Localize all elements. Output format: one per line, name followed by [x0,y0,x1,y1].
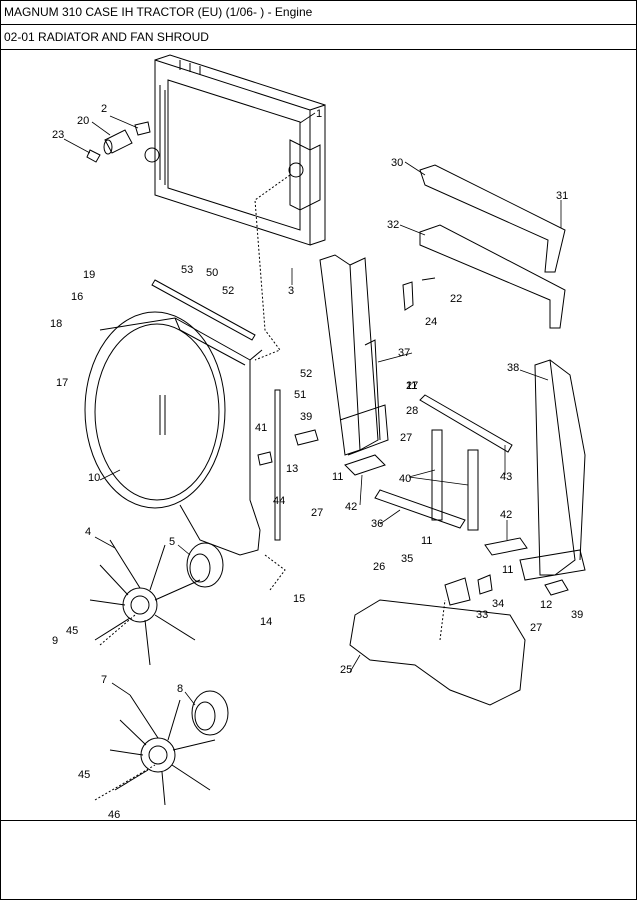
callout-label: 23 [52,129,64,141]
callout-label: 1 [316,108,322,120]
callout-label: 11 [406,380,417,392]
fan-lower-drawing [109,694,216,806]
callout-label: 11 [421,535,432,547]
section-title: 02-01 RADIATOR AND FAN SHROUD [0,25,637,50]
callout-label: 38 [507,362,519,374]
exploded-parts-diagram: 1 2 3 4 5 7 8 9 10 11 11 11 11 11 12 13 … [50,54,586,820]
post-drawing [319,254,389,456]
callout-label: 15 [293,593,305,605]
fan-shroud-drawing [84,311,263,556]
callout-label: 27 [311,507,323,519]
fan-upper-drawing [89,539,201,666]
callout-label: 12 [540,599,552,611]
callout-label: 52 [300,368,312,380]
callout-label: 34 [492,598,504,610]
callout-label: 42 [500,509,512,521]
page-title: MAGNUM 310 CASE IH TRACTOR (EU) (1/06- )… [0,0,637,25]
callout-label: 27 [400,432,412,444]
callout-label: 41 [255,422,267,434]
fan-drive-lower-drawing [191,690,229,736]
callout-label: 52 [222,285,234,297]
bracket-small-drawing [402,277,493,606]
callout-label: 51 [294,389,306,401]
callout-label: 39 [300,411,312,423]
callout-label: 28 [406,405,418,417]
callout-label: 3 [288,285,294,297]
callout-label: 44 [273,495,285,507]
callout-label: 24 [425,316,437,328]
callout-label: 11 [406,380,417,392]
right-post-drawing [519,359,586,581]
callout-label: 19 [83,269,95,281]
callout-label: 13 [286,463,298,475]
footer-divider [0,820,637,821]
callout-label: 9 [52,635,58,647]
callout-label: 27 [530,622,542,634]
callout-label: 26 [373,561,385,573]
bracket-drawing [151,279,256,341]
callout-label: 7 [101,674,107,686]
radiator-drawing [144,54,326,246]
callout-label: 4 [85,526,91,538]
callout-label: 30 [391,157,403,169]
callout-label: 11 [502,564,513,576]
callout-label: 50 [206,267,218,279]
callout-label: 35 [401,553,413,565]
callout-label: 10 [88,472,100,484]
callout-label: 45 [78,769,90,781]
callout-label: 16 [71,291,83,303]
callout-label: 46 [108,809,120,820]
callout-label: 40 [399,473,411,485]
callout-label: 5 [169,536,175,548]
callout-label: 36 [371,518,383,530]
callout-label: 27 [406,380,418,392]
base-plate-drawing [349,599,526,706]
callout-label: 18 [50,318,62,330]
callout-label: 25 [340,664,352,676]
callout-label: 11 [332,471,343,483]
callout-label: 8 [177,683,183,695]
callout-label: 32 [387,219,399,231]
callout-label: 2 [101,103,107,115]
callout-label: 37 [398,347,410,359]
fan-drive-upper-drawing [186,542,224,588]
callout-label: 33 [476,609,488,621]
callout-label: 22 [450,293,462,305]
upper-support-drawing [419,164,566,329]
callout-label: 42 [345,501,357,513]
callout-label: 39 [571,609,583,621]
callout-label: 43 [500,471,512,483]
callout-label: 14 [260,616,272,628]
callout-label: 20 [77,115,89,127]
callout-label: 17 [56,377,68,389]
callout-label: 31 [556,190,568,202]
callout-label: 53 [181,264,193,276]
strips-drawing [257,389,569,596]
callout-label: 45 [66,625,78,637]
hose-parts-drawing [86,121,151,163]
